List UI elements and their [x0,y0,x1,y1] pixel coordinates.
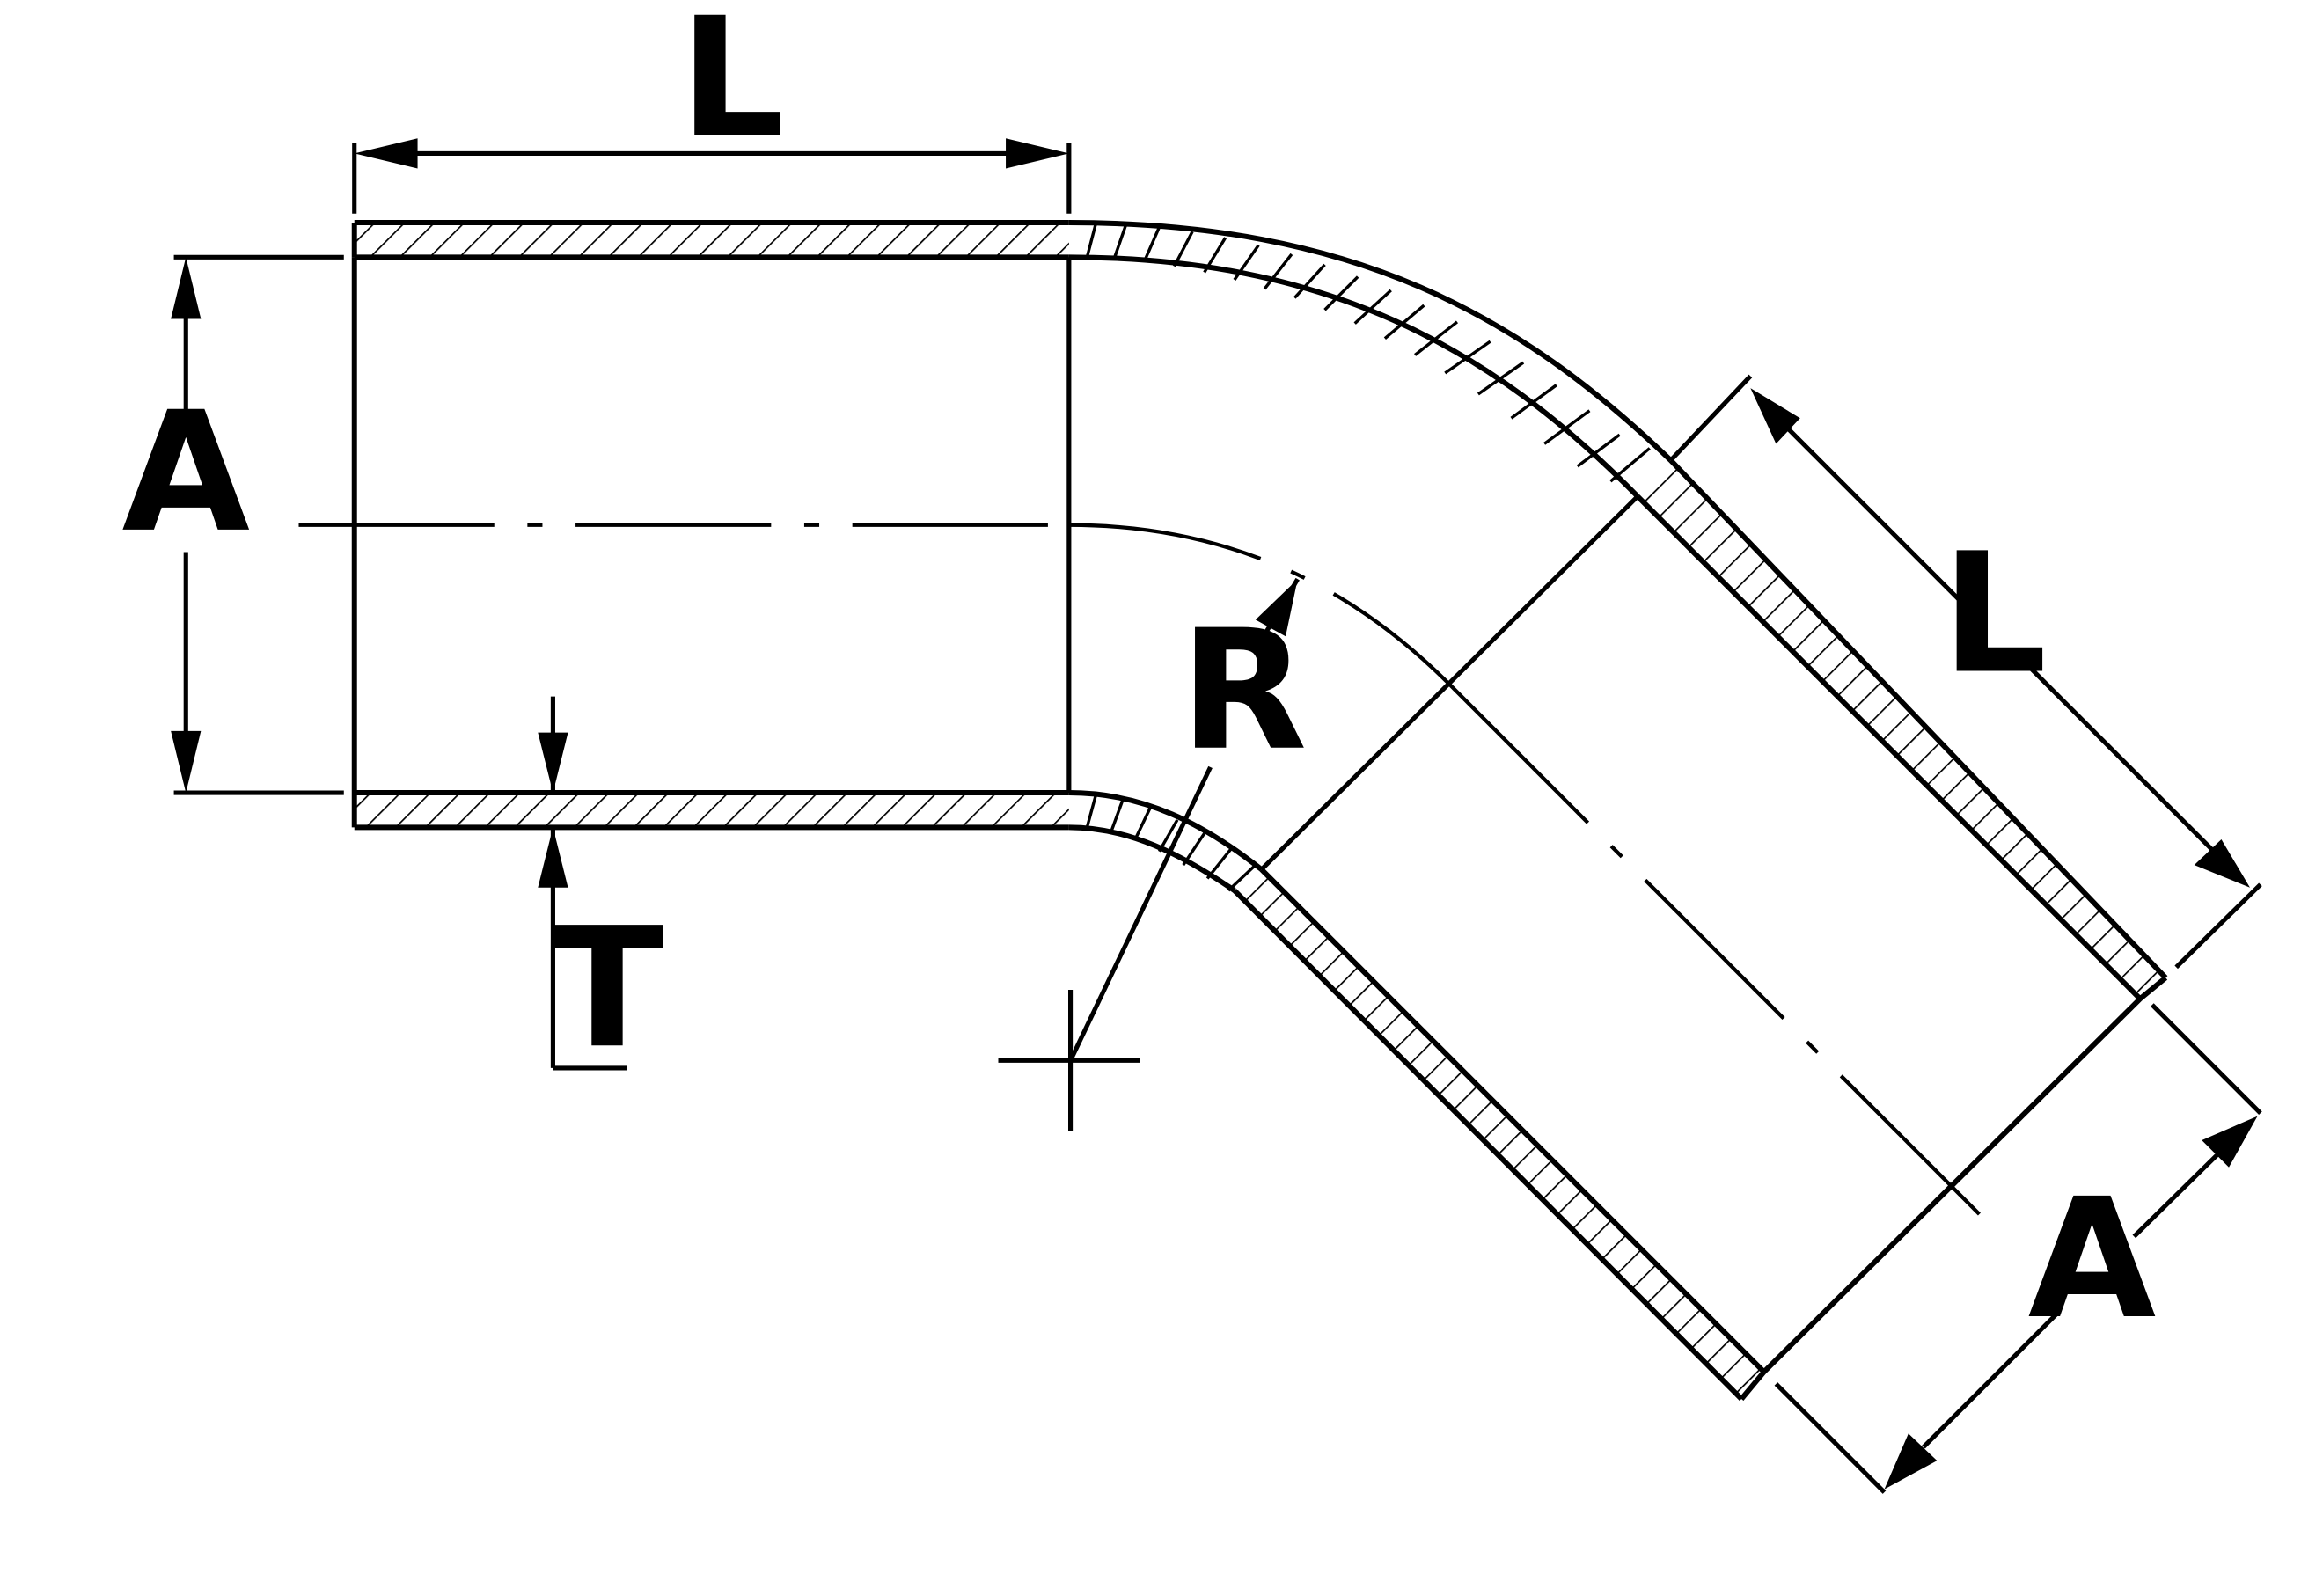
dimension-radius [1068,577,1300,1062]
bottom-diagonal-wall [1232,868,1767,1402]
label-radius: R [1180,595,1308,787]
dimension-thickness [538,696,627,1071]
top-straight-wall [351,220,1069,260]
label-diameter-right: A [2028,1163,2157,1356]
inner-bend-wall [1068,790,1264,893]
dimension-diameter-right [1774,1003,2262,1494]
center-line [298,523,1991,1226]
label-diameter-left: A [121,377,250,569]
label-thickness: T [551,892,663,1085]
bottom-straight-wall [351,790,1069,831]
bend-center-mark [998,989,1140,1131]
dimension-length-right [1668,374,2262,970]
dimension-diameter-left [171,254,344,795]
outer-bend-wall [1068,220,1673,499]
dimension-length-top [352,138,1072,214]
right-diagonal-wall [1636,458,2168,1001]
label-length-top: L [679,0,785,175]
label-length-right: L [1941,518,2047,711]
